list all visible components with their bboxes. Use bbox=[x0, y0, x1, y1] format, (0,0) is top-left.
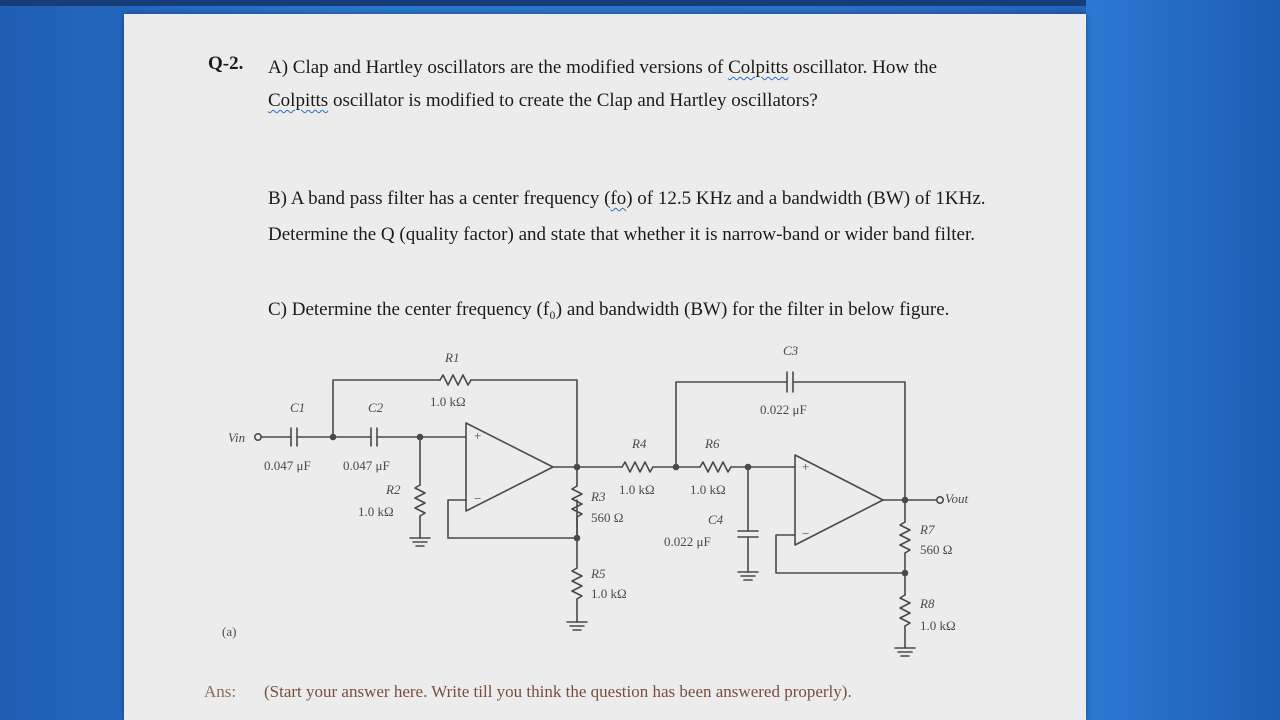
wire-c3-right bbox=[792, 381, 906, 501]
figure-label: (a) bbox=[222, 624, 236, 639]
resistor-r2-symbol bbox=[414, 484, 426, 517]
c4-value: 0.022 μF bbox=[664, 534, 711, 549]
r3-value: 560 Ω bbox=[591, 510, 623, 525]
c3-value: 0.022 μF bbox=[760, 402, 807, 417]
part-a-line-1-suffix: oscillator. How the bbox=[788, 57, 938, 78]
vout-label: Vout bbox=[945, 491, 969, 506]
ground-c4 bbox=[737, 571, 759, 581]
part-c-line-1: C) Determine the center frequency (f₀) a… bbox=[268, 299, 950, 320]
ground-r5 bbox=[566, 621, 588, 631]
r1-value: 1.0 kΩ bbox=[430, 394, 466, 409]
wire-opamp1-feedback bbox=[447, 499, 578, 539]
part-b-line-1-suffix: ) of 12.5 KHz and a bandwidth (BW) of 1K… bbox=[626, 188, 986, 209]
capacitor-c1-symbol bbox=[290, 427, 298, 447]
resistor-r6-symbol bbox=[699, 461, 732, 473]
r8-value: 1.0 kΩ bbox=[920, 618, 956, 633]
opamp-1-minus: − bbox=[474, 491, 481, 506]
opamp-1-symbol bbox=[465, 422, 554, 512]
opamp-1-plus: + bbox=[474, 428, 481, 443]
desktop-background bbox=[1086, 0, 1280, 720]
resistor-r5-symbol bbox=[571, 567, 583, 600]
wire-opamp2-feedback bbox=[775, 534, 906, 574]
c3-name: C3 bbox=[783, 343, 799, 358]
vin-label: Vin bbox=[228, 430, 245, 445]
r5-value: 1.0 kΩ bbox=[591, 586, 627, 601]
resistor-r4-symbol bbox=[621, 461, 654, 473]
capacitor-c2-symbol bbox=[370, 427, 378, 447]
part-a-line-1: A) Clap and Hartley oscillators are the … bbox=[268, 58, 937, 77]
c1-name: C1 bbox=[290, 400, 305, 415]
r7-value: 560 Ω bbox=[920, 542, 952, 557]
wire-r1-right bbox=[470, 379, 578, 466]
part-a-line-2: Colpitts oscillator is modified to creat… bbox=[268, 91, 818, 110]
ground-r2 bbox=[409, 537, 431, 547]
r1-name: R1 bbox=[444, 350, 459, 365]
resistor-r3-symbol bbox=[571, 485, 583, 518]
r8-name: R8 bbox=[919, 596, 935, 611]
resistor-r7-symbol bbox=[899, 521, 911, 554]
part-a-line-1-prefix: A) Clap and Hartley oscillators are the … bbox=[268, 57, 729, 78]
resistor-r8-symbol bbox=[899, 594, 911, 627]
part-b-line-1-prefix: B) A band pass filter has a center frequ… bbox=[268, 188, 611, 209]
r6-value: 1.0 kΩ bbox=[690, 482, 726, 497]
answer-label: Ans: bbox=[204, 682, 237, 701]
r4-name: R4 bbox=[631, 436, 647, 451]
answer-placeholder[interactable]: (Start your answer here. Write till you … bbox=[264, 682, 852, 701]
c2-value: 0.047 μF bbox=[343, 458, 390, 473]
opamp-2-symbol bbox=[794, 454, 884, 546]
c4-name: C4 bbox=[708, 512, 724, 527]
r6-name: R6 bbox=[704, 436, 720, 451]
spellcheck-word-fo[interactable]: fo bbox=[610, 188, 627, 209]
vout-terminal bbox=[935, 495, 944, 504]
c1-value: 0.047 μF bbox=[264, 458, 311, 473]
question-number: Q-2. bbox=[208, 53, 244, 74]
part-b-line-1: B) A band pass filter has a center frequ… bbox=[268, 189, 986, 208]
wire-r1-left bbox=[332, 379, 441, 438]
r7-name: R7 bbox=[919, 522, 935, 537]
document-page bbox=[124, 14, 1086, 720]
opamp-2-plus: + bbox=[802, 459, 809, 474]
r2-name: R2 bbox=[385, 482, 401, 497]
r5-name: R5 bbox=[590, 566, 606, 581]
wire-c3-left bbox=[675, 381, 788, 468]
opamp-2-minus: − bbox=[802, 526, 809, 541]
capacitor-c3-symbol bbox=[786, 371, 794, 393]
c2-name: C2 bbox=[368, 400, 384, 415]
resistor-r1-symbol bbox=[439, 374, 472, 386]
spellcheck-word-colpitts[interactable]: Colpitts bbox=[728, 57, 789, 78]
part-a-line-2-suffix: oscillator is modified to create the Cla… bbox=[328, 90, 818, 111]
part-b-line-2: Determine the Q (quality factor) and sta… bbox=[268, 224, 975, 245]
spellcheck-word-colpitts-2[interactable]: Colpitts bbox=[268, 90, 329, 111]
r3-name: R3 bbox=[590, 489, 606, 504]
capacitor-c4-symbol bbox=[737, 530, 759, 538]
r4-value: 1.0 kΩ bbox=[619, 482, 655, 497]
ground-r8 bbox=[894, 647, 916, 657]
screen-top-edge bbox=[0, 0, 1280, 6]
r2-value: 1.0 kΩ bbox=[358, 504, 394, 519]
